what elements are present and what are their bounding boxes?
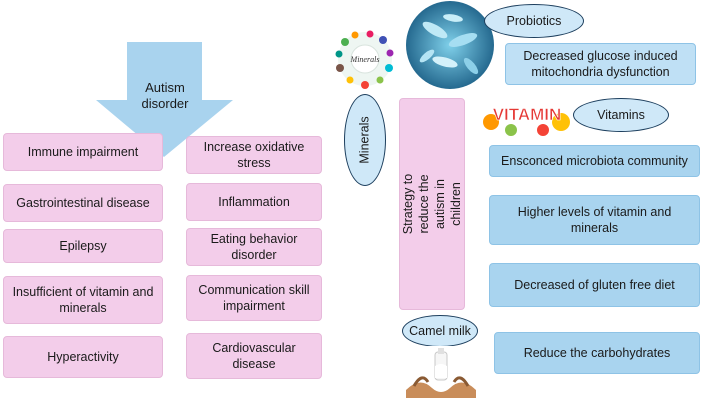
symptom-hyperactivity: Hyperactivity: [3, 336, 163, 378]
svg-text:Minerals: Minerals: [350, 55, 380, 64]
outcome-microbiota: Ensconced microbiota community: [489, 145, 700, 177]
symptom-communication: Communication skill impairment: [186, 275, 322, 321]
symptom-inflammation: Inflammation: [186, 183, 322, 221]
camel-milk-label: Camel milk: [409, 324, 471, 338]
outcome-gluten-free: Decreased of gluten free diet: [489, 263, 700, 307]
vitamins-ellipse: Vitamins: [573, 98, 669, 132]
minerals-picture: Minerals: [332, 28, 398, 90]
svg-text:VITAMIN: VITAMIN: [493, 105, 562, 124]
minerals-label: Minerals: [358, 116, 372, 164]
strategy-label: Strategy to reduce the autism in childre…: [401, 173, 463, 235]
outcome-vitamin-minerals: Higher levels of vitamin and minerals: [489, 195, 700, 245]
symptom-epilepsy: Epilepsy: [3, 229, 163, 263]
symptom-eating-behavior: Eating behavior disorder: [186, 228, 322, 266]
outcome-carbohydrates: Reduce the carbohydrates: [494, 332, 700, 374]
symptom-cardiovascular: Cardiovascular disease: [186, 333, 322, 379]
strategy-center-box: Strategy to reduce the autism in childre…: [399, 98, 465, 310]
probiotics-ellipse: Probiotics: [484, 4, 584, 38]
probiotics-picture: [405, 0, 495, 90]
vitamins-label: Vitamins: [597, 108, 645, 122]
camel-milk-ellipse: Camel milk: [402, 315, 478, 347]
probiotics-label: Probiotics: [506, 14, 562, 28]
camel-milk-picture: [402, 346, 480, 398]
symptom-immune-impairment: Immune impairment: [3, 133, 163, 171]
symptom-oxidative-stress: Increase oxidative stress: [186, 136, 322, 174]
minerals-ellipse: Minerals: [344, 94, 386, 186]
symptom-gastrointestinal-disease: Gastrointestinal disease: [3, 184, 163, 222]
autism-disorder-label: Autism disorder: [141, 80, 189, 111]
outcome-glucose-mitochondria: Decreased glucose induced mitochondria d…: [505, 43, 696, 85]
symptom-insufficient-vitamin: Insufficient of vitamin and minerals: [3, 276, 163, 324]
down-arrow: [96, 42, 233, 157]
vitamins-picture: VITAMIN: [481, 92, 573, 138]
